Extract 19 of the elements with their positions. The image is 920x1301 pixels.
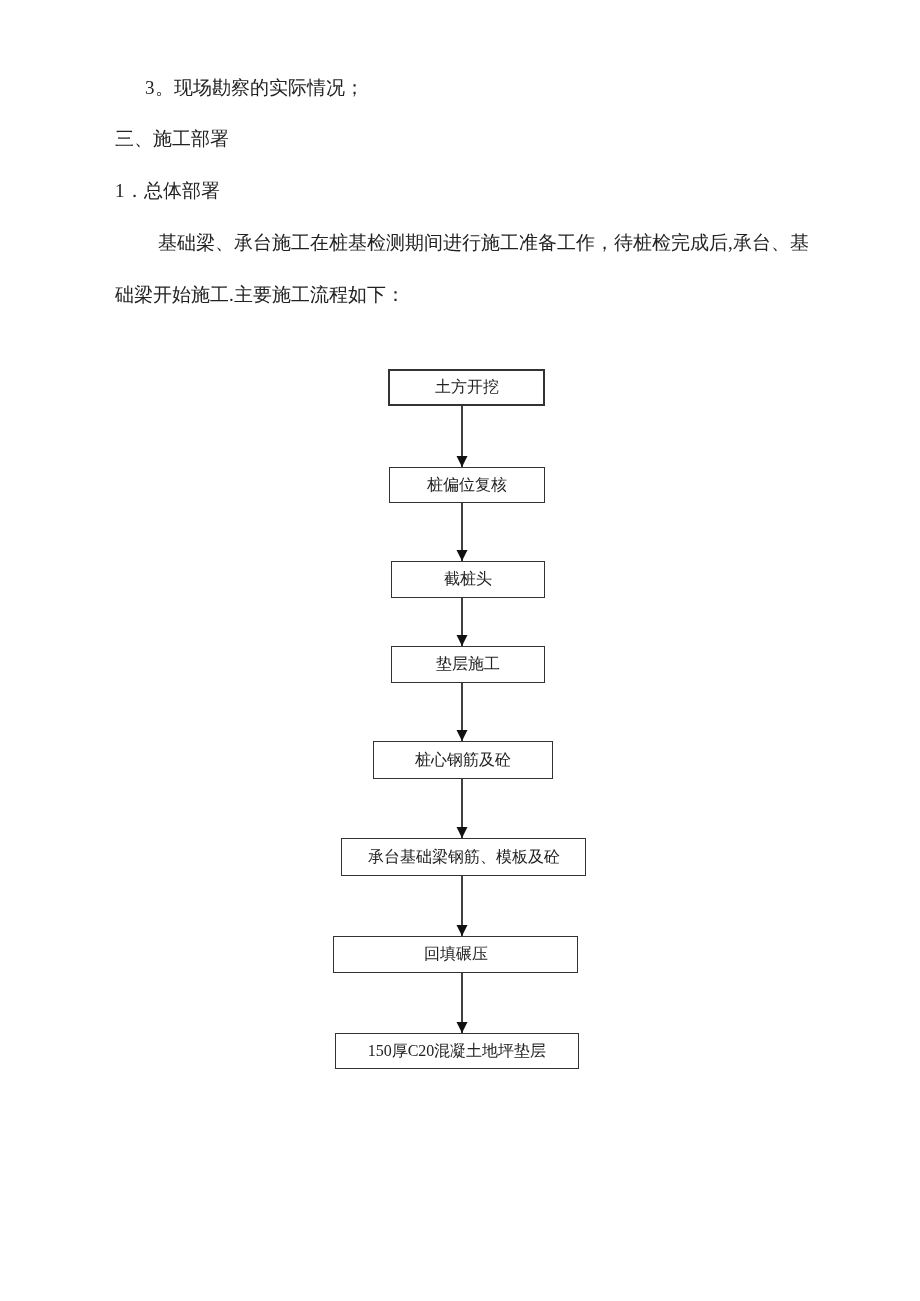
arrow (456, 972, 468, 1034)
arrow (456, 682, 468, 742)
heading: 1．总体部署 (115, 179, 221, 203)
paragraph: 基础梁、承台施工在桩基检测期间进行施工准备工作，待桩检完成后,承台、基础梁开始施工.主要施工流程如下： (115, 231, 810, 307)
heading: 三、施工部署 (115, 127, 230, 151)
process-box: 桩心钢筋及砼 (373, 741, 553, 779)
process-box: 截桩头 (391, 561, 545, 598)
heading: 3。现场勘察的实际情况； (145, 76, 365, 100)
arrow (456, 502, 468, 562)
process-box: 垫层施工 (391, 646, 545, 683)
arrow (456, 597, 468, 647)
arrow (456, 405, 468, 468)
process-box: 土方开挖 (388, 369, 545, 406)
process-box: 承台基础梁钢筋、模板及砼 (341, 838, 586, 876)
process-box: 150厚C20混凝土地坪垫层 (335, 1033, 579, 1069)
arrow (456, 778, 468, 839)
arrow (456, 875, 468, 937)
process-box: 桩偏位复核 (389, 467, 545, 503)
process-box: 回填碾压 (333, 936, 578, 973)
